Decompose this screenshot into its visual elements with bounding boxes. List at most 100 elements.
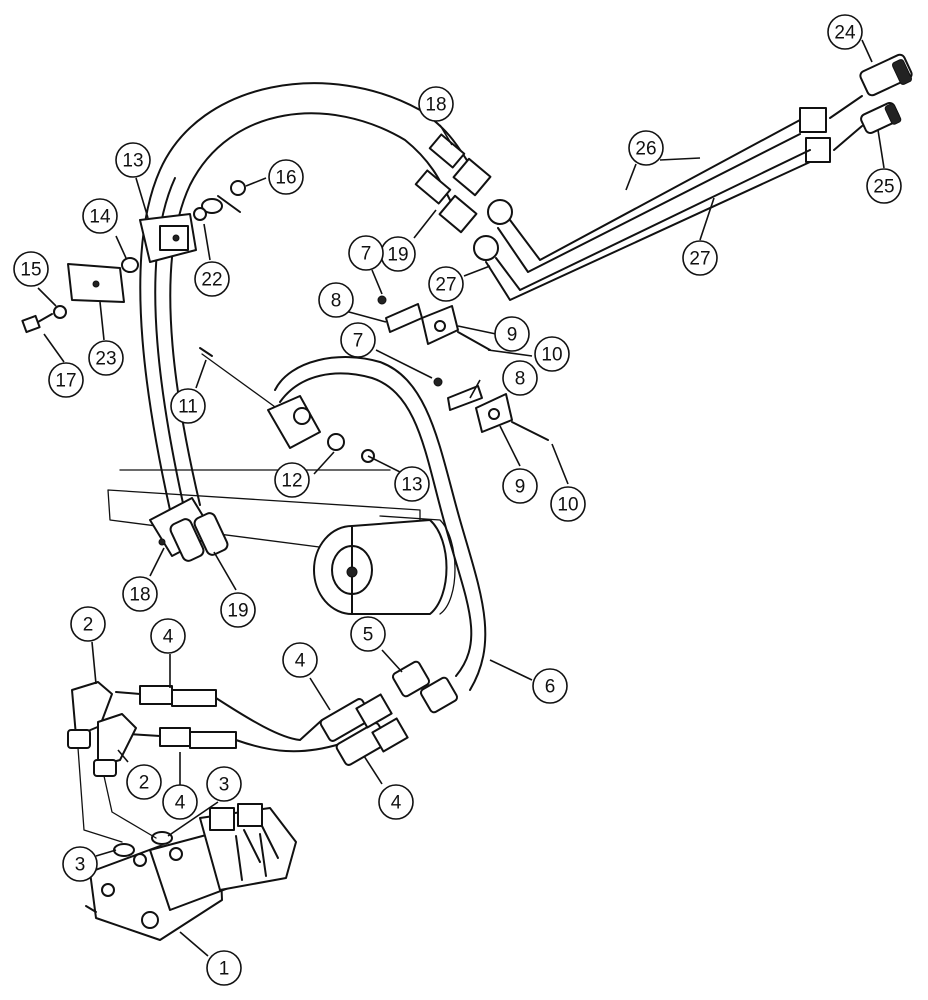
callout-26-label: 26	[635, 139, 656, 160]
callout-4-lower-right-label: 4	[391, 793, 402, 814]
callout-8-lower-label: 8	[515, 369, 526, 390]
callout-13-upper: 13	[115, 142, 151, 178]
callout-10-upper-label: 10	[541, 345, 562, 366]
callout-15: 15	[13, 251, 49, 287]
callout-3-right: 3	[206, 766, 242, 802]
callout-17-label: 17	[55, 371, 76, 392]
callout-18-lower-label: 18	[129, 585, 150, 606]
callout-14-label: 14	[89, 207, 111, 228]
quick-coupler-25	[860, 101, 902, 135]
callout-24-label: 24	[834, 23, 856, 44]
callout-7-upper-label: 7	[361, 244, 372, 265]
callout-19-lower-label: 19	[227, 601, 248, 622]
callout-1: 1	[206, 950, 242, 986]
callout-13-lower: 13	[394, 466, 430, 502]
lower-hose-coupling	[149, 497, 229, 562]
callout-16: 16	[268, 159, 304, 195]
callout-19-upper: 19	[380, 236, 416, 272]
callout-11: 11	[170, 388, 206, 424]
callout-23: 23	[88, 340, 124, 376]
middle-tube-loop	[107, 353, 487, 691]
callout-3-left-label: 3	[75, 855, 86, 876]
callout-22: 22	[194, 261, 230, 297]
callout-19-lower: 19	[220, 592, 256, 628]
callout-10-upper: 10	[534, 336, 570, 372]
callout-17: 17	[48, 362, 84, 398]
hardware-22	[193, 207, 207, 221]
quick-coupler-24	[859, 53, 913, 97]
callout-7-lower: 7	[340, 322, 376, 358]
hardware-14	[121, 257, 139, 273]
valve-lines	[77, 747, 173, 857]
callout-18-lower: 18	[122, 576, 158, 612]
callout-5: 5	[350, 616, 386, 652]
callout-13-lower-label: 13	[401, 475, 422, 496]
callout-4-upper-left-label: 4	[163, 627, 174, 648]
callout-2-upper-label: 2	[83, 615, 94, 636]
callout-25-label: 25	[873, 177, 894, 198]
callout-27-upper: 27	[428, 266, 464, 302]
callout-26: 26	[628, 130, 664, 166]
callout-10-lower: 10	[550, 486, 586, 522]
callout-4-upper-right: 4	[282, 642, 318, 678]
callout-3-left: 3	[62, 846, 98, 882]
callout-9-lower-label: 9	[515, 477, 526, 498]
hardware-15	[53, 305, 67, 319]
control-valve	[85, 803, 297, 941]
leader-lines	[37, 39, 885, 957]
callout-9-upper-label: 9	[507, 325, 518, 346]
callout-4-lower-left: 4	[162, 784, 198, 820]
tube-ends	[391, 660, 459, 714]
callout-27-right: 27	[682, 240, 718, 276]
callout-13-upper-label: 13	[122, 151, 143, 172]
callout-4-upper-left: 4	[150, 618, 186, 654]
callout-2-upper: 2	[70, 606, 106, 642]
bolt-17	[21, 313, 53, 334]
callout-15-label: 15	[20, 260, 41, 281]
callout-9-lower: 9	[502, 468, 538, 504]
callout-24: 24	[827, 14, 863, 50]
upper-clamp	[139, 213, 197, 263]
callout-3-right-label: 3	[219, 775, 230, 796]
callout-22-label: 22	[201, 270, 222, 291]
callout-1-label: 1	[219, 959, 230, 980]
callout-12: 12	[274, 462, 310, 498]
callout-27-right-label: 27	[689, 249, 710, 270]
callout-23-label: 23	[95, 349, 116, 370]
callout-16-label: 16	[275, 168, 296, 189]
main-hose-pair	[139, 82, 471, 511]
callout-4-upper-right-label: 4	[295, 651, 306, 672]
elbow-fittings	[67, 681, 137, 777]
callout-11-label: 11	[178, 397, 198, 418]
callout-6: 6	[532, 668, 568, 704]
callout-19-upper-label: 19	[387, 245, 408, 266]
clamp-set-lower	[433, 377, 549, 441]
callout-7-upper: 7	[348, 235, 384, 271]
hardware-16	[201, 180, 246, 214]
callout-8-upper: 8	[318, 282, 354, 318]
upper-fittings	[414, 119, 811, 301]
callout-12-label: 12	[281, 471, 302, 492]
callout-2-lower: 2	[126, 764, 162, 800]
callout-10-lower-label: 10	[557, 495, 578, 516]
middle-clamp	[199, 347, 375, 463]
callout-18-upper: 18	[418, 86, 454, 122]
hydraulic-motor	[313, 515, 456, 615]
clamp-set-upper	[377, 295, 491, 351]
callout-18-upper-label: 18	[425, 95, 446, 116]
callout-6-label: 6	[545, 677, 556, 698]
callout-14: 14	[82, 198, 118, 234]
callout-2-lower-label: 2	[139, 773, 150, 794]
callout-5-label: 5	[363, 625, 374, 646]
plate-23	[67, 263, 125, 303]
callout-4-lower-left-label: 4	[175, 793, 186, 814]
callout-7-lower-label: 7	[353, 331, 364, 352]
callout-25: 25	[866, 168, 902, 204]
callout-8-lower: 8	[502, 360, 538, 396]
lower-hose-pair	[115, 685, 409, 766]
right-tubes	[799, 95, 863, 163]
callout-9-upper: 9	[494, 316, 530, 352]
callout-4-lower-right: 4	[378, 784, 414, 820]
